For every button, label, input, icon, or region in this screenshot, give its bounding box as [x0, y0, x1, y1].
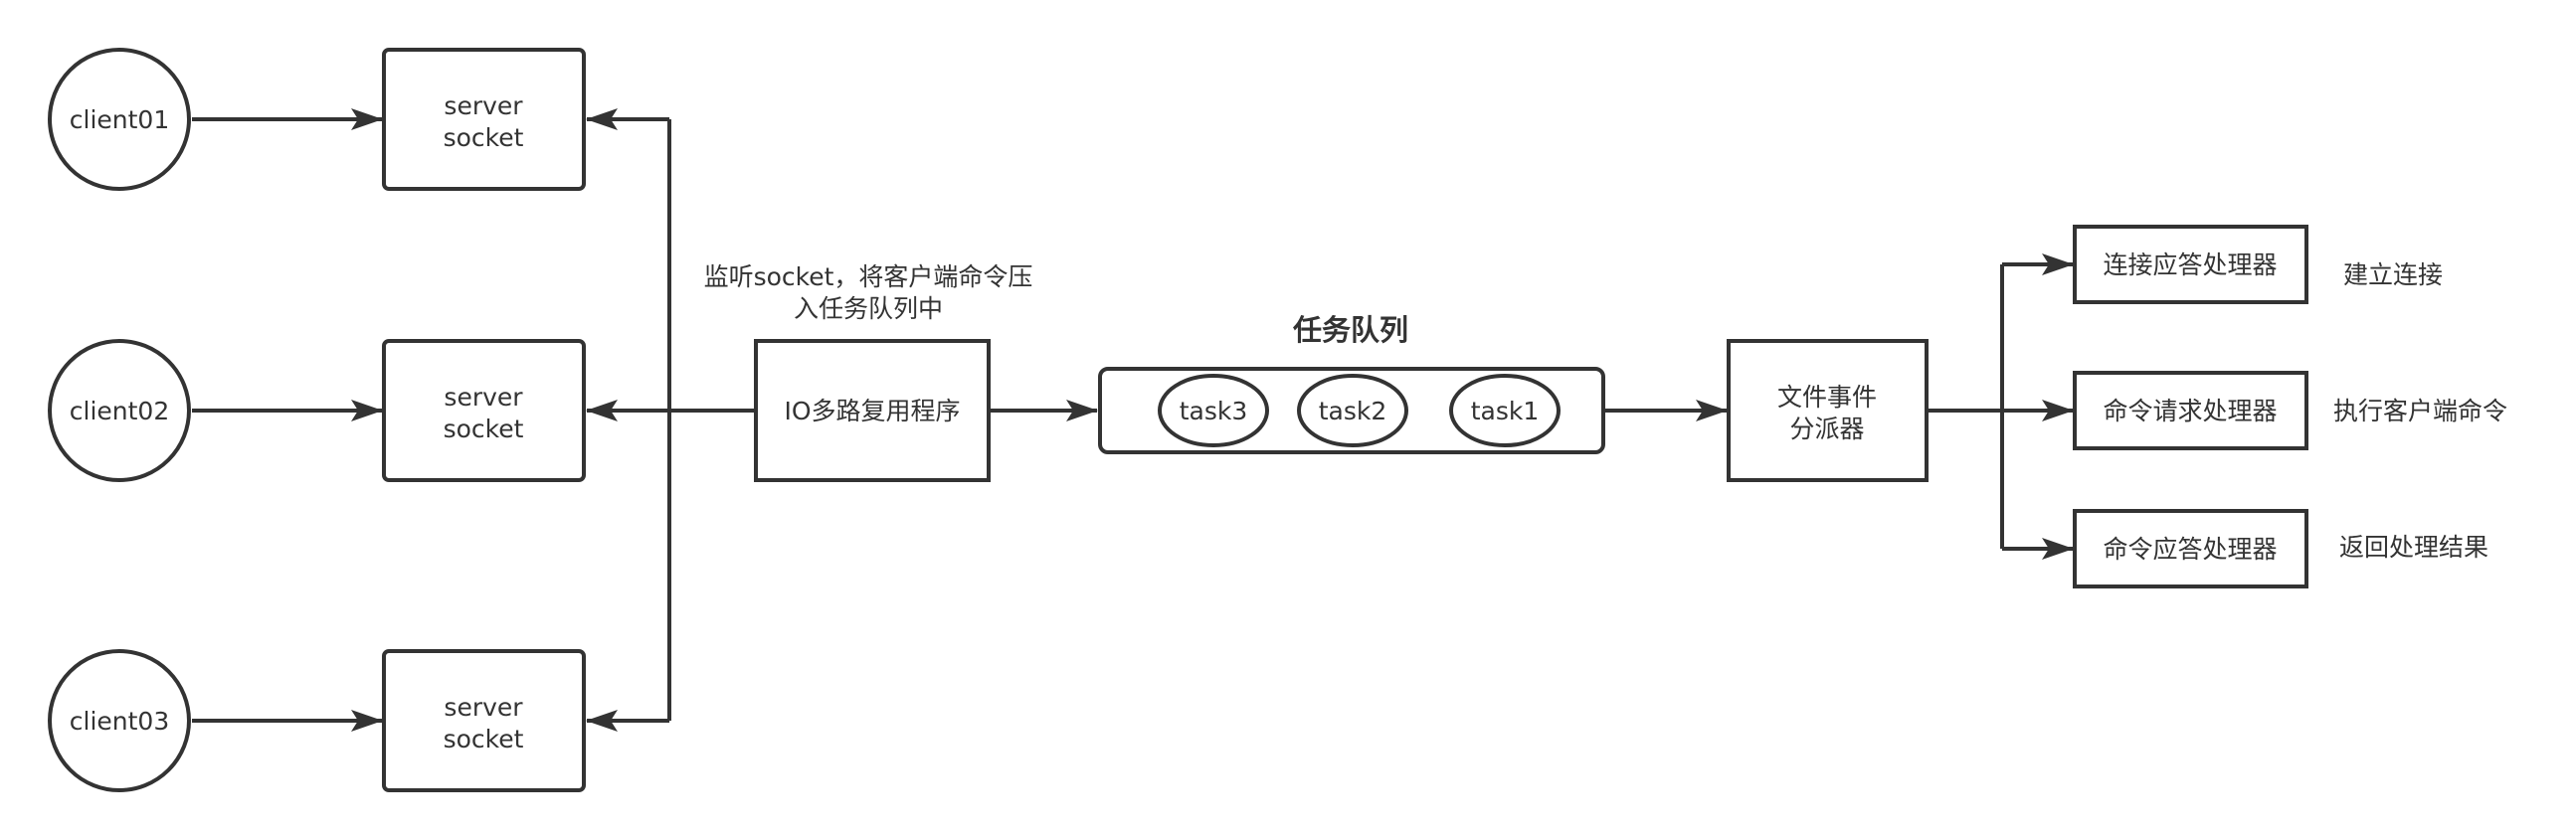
dispatcher-label-line1: 文件事件: [1777, 383, 1877, 412]
client-node-2: client02: [48, 339, 191, 482]
client-label: client02: [70, 397, 169, 425]
io-multiplexer-node: IO多路复用程序: [754, 339, 991, 482]
server-socket-label-line2: socket: [444, 725, 524, 753]
handler-label: 命令应答处理器: [2103, 535, 2277, 564]
server-socket-node-1: server socket: [382, 48, 586, 191]
io-multiplexer-label: IO多路复用程序: [784, 397, 960, 425]
server-socket-label-line2: socket: [444, 123, 524, 152]
task-item: task2: [1297, 374, 1408, 447]
file-event-dispatcher-node: 文件事件 分派器: [1727, 339, 1929, 482]
handler-label: 命令请求处理器: [2103, 397, 2277, 425]
task-label: task3: [1180, 397, 1248, 425]
handler-note: 建立连接: [2343, 260, 2443, 289]
io-note-line1: 监听socket，将客户端命令压: [704, 262, 1033, 291]
server-socket-label-line1: server: [444, 693, 523, 722]
task-queue-node: task3 task2 task1: [1098, 367, 1605, 454]
server-socket-node-2: server socket: [382, 339, 586, 482]
client-label: client03: [70, 707, 169, 736]
client-label: client01: [70, 105, 169, 134]
server-socket-node-3: server socket: [382, 649, 586, 792]
server-socket-label-line1: server: [444, 383, 523, 412]
handler-label: 连接应答处理器: [2103, 250, 2277, 279]
handler-node-accept: 连接应答处理器: [2073, 225, 2308, 304]
io-note-line2: 入任务队列中: [794, 294, 943, 323]
handler-note: 返回处理结果: [2339, 533, 2488, 562]
task-label: task1: [1471, 397, 1540, 425]
io-note: 监听socket，将客户端命令压 入任务队列中: [704, 262, 1033, 323]
client-node-3: client03: [48, 649, 191, 792]
server-socket-label-line2: socket: [444, 415, 524, 443]
server-socket-label-line1: server: [444, 91, 523, 120]
client-node-1: client01: [48, 48, 191, 191]
task-item: task3: [1158, 374, 1269, 447]
handler-node-request: 命令请求处理器: [2073, 371, 2308, 450]
task-label: task2: [1319, 397, 1387, 425]
handler-note: 执行客户端命令: [2333, 397, 2507, 425]
task-queue-title: 任务队列: [1292, 313, 1408, 347]
task-item: task1: [1449, 374, 1561, 447]
handler-node-reply: 命令应答处理器: [2073, 509, 2308, 588]
dispatcher-label-line2: 分派器: [1789, 415, 1864, 443]
